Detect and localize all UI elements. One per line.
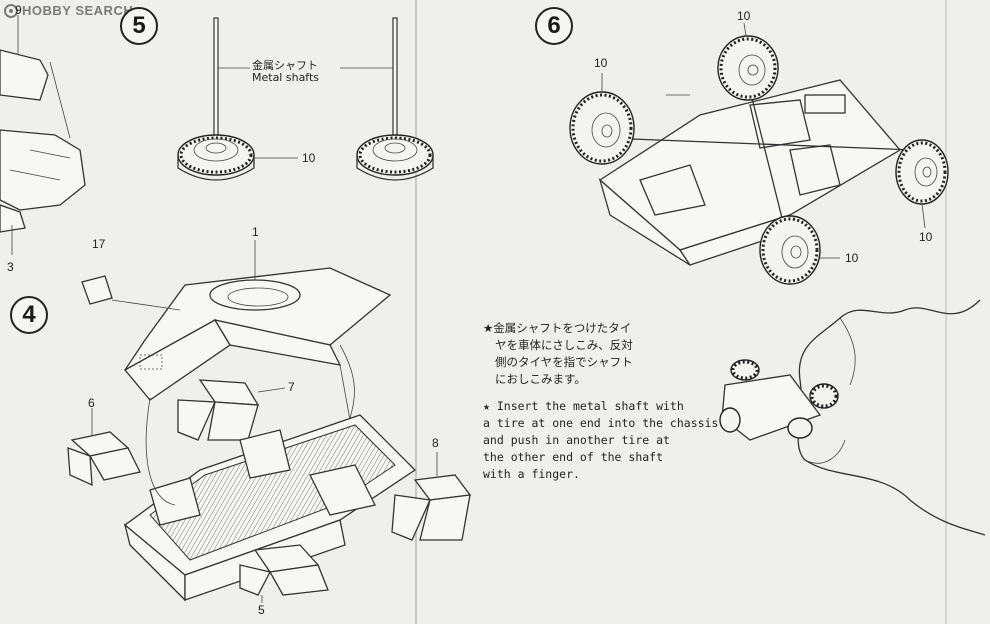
step-number-5: 5 — [120, 7, 158, 45]
part17 — [81, 275, 113, 305]
part-number-9: 9 — [15, 3, 22, 17]
part-number-8: 8 — [432, 436, 439, 450]
part-number-6: 6 — [88, 396, 95, 410]
step5-shaft-tire-right — [356, 17, 434, 181]
lower-chassis — [123, 414, 417, 602]
part-number-17: 17 — [92, 237, 106, 251]
part-number-10-step5: 10 — [302, 151, 316, 165]
wheel-front-right — [759, 215, 821, 285]
part-number-5: 5 — [258, 603, 265, 617]
metal-shafts-label-en: Metal shafts — [252, 71, 320, 84]
hand-illustration — [719, 299, 986, 536]
part5 — [239, 544, 329, 603]
part-number-7: 7 — [288, 380, 295, 394]
part-number-10-front-left: 10 — [594, 56, 608, 70]
fold-line-right — [945, 0, 947, 624]
part-number-10-rear-left: 10 — [737, 9, 751, 23]
watermark-logo-icon — [4, 3, 18, 18]
step-number-6: 6 — [535, 7, 573, 45]
step6-chassis — [598, 69, 916, 266]
step-number-4: 4 — [10, 296, 48, 334]
metal-shafts-label-jp: 金属シャフト — [252, 59, 318, 72]
part-number-10-rear-right: 10 — [919, 230, 933, 244]
instructions-en: ★ Insert the metal shaft with a tire at … — [483, 399, 719, 481]
part8 — [391, 452, 472, 541]
step6-instructions: ★金属シャフトをつけたタイ ヤを車体にさしこみ、反対 側のタイヤを指でシャフト … — [483, 320, 723, 483]
wheel-rear-left — [717, 35, 779, 101]
part-number-3: 3 — [7, 260, 14, 274]
instructions-jp: ★金属シャフトをつけたタイ ヤを車体にさしこみ、反対 側のタイヤを指でシャフト … — [483, 321, 633, 386]
part7 — [177, 379, 286, 441]
upper-hull-part1 — [123, 240, 392, 421]
wheel-front-left — [569, 91, 635, 165]
step3-partial-hull — [0, 15, 86, 255]
fold-line — [415, 0, 417, 624]
wheel-rear-right — [895, 139, 949, 205]
part-number-10-front-right: 10 — [845, 251, 859, 265]
watermark: HOBBY SEARCH — [4, 3, 133, 18]
part6 — [67, 408, 141, 487]
step5-shaft-tire-left — [177, 17, 255, 181]
part-number-1: 1 — [252, 225, 259, 239]
